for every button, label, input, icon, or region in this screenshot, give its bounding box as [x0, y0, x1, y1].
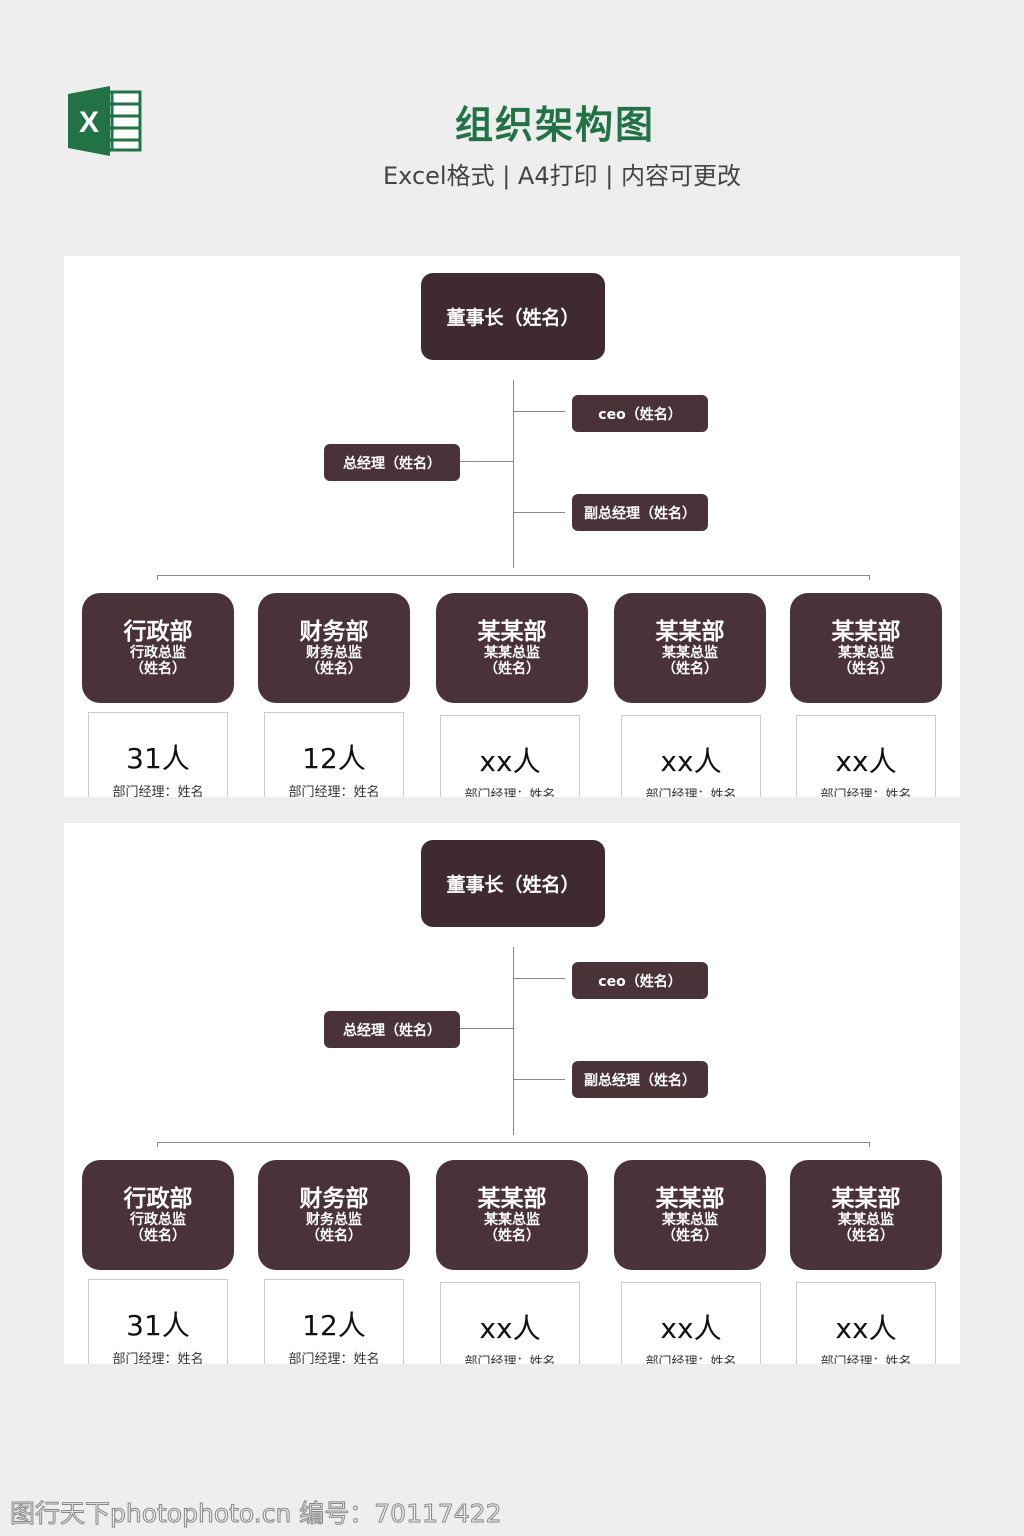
headcount: xx人: [479, 745, 541, 778]
director-title: 行政总监: [130, 645, 186, 662]
connector-line: [460, 1028, 513, 1029]
headcount: xx人: [479, 1312, 541, 1345]
department-box[interactable]: 某某部 某某总监 （姓名）: [436, 1160, 588, 1270]
connector-line: [869, 1142, 870, 1147]
manager-name: 部门经理：姓名: [288, 1352, 380, 1364]
director-name: （姓名）: [662, 661, 718, 678]
department-name: 某某部: [655, 618, 725, 645]
svg-text:X: X: [79, 106, 99, 139]
department-box[interactable]: 某某部 某某总监 （姓名）: [614, 593, 766, 703]
manager-name: 部门经理：姓名: [820, 788, 912, 797]
connector-line: [869, 575, 870, 580]
headcount: xx人: [835, 1312, 897, 1345]
ceo-box[interactable]: ceo（姓名）: [572, 395, 708, 432]
headcount: xx人: [660, 745, 722, 778]
department-name: 行政部: [123, 618, 193, 645]
director-name: （姓名）: [662, 1228, 718, 1245]
headcount-box: xx人 部门经理：姓名: [440, 1282, 580, 1364]
director-name: （姓名）: [306, 661, 362, 678]
department-box[interactable]: 行政部 行政总监 （姓名）: [82, 593, 234, 703]
manager-name: 部门经理：姓名: [112, 785, 204, 797]
connector-line: [157, 575, 158, 580]
manager-name: 部门经理：姓名: [288, 785, 380, 797]
director-name: （姓名）: [838, 661, 894, 678]
org-chart-panel: 董事长（姓名） ceo（姓名） 总经理（姓名） 副总经理（姓名） 行政部 行政总…: [64, 256, 960, 797]
department-box[interactable]: 财务部 财务总监 （姓名）: [258, 1160, 410, 1270]
headcount-box: 12人 部门经理：姓名: [264, 1279, 404, 1364]
connector-line: [157, 1142, 870, 1143]
page-subtitle: Excel格式 | A4打印 | 内容可更改: [383, 162, 741, 190]
director-name: （姓名）: [306, 1228, 362, 1245]
watermark: 图行天下photophoto.cn 编号：70117422: [10, 1499, 503, 1529]
director-name: （姓名）: [484, 1228, 540, 1245]
department-box[interactable]: 某某部 某某总监 （姓名）: [614, 1160, 766, 1270]
ceo-box[interactable]: ceo（姓名）: [572, 962, 708, 999]
connector-line: [513, 978, 565, 979]
page-title: 组织架构图: [454, 103, 655, 147]
connector-line: [157, 575, 870, 576]
headcount: 12人: [302, 742, 366, 775]
headcount-box: 31人 部门经理：姓名: [88, 712, 228, 797]
connector-line: [513, 947, 514, 1135]
director-title: 某某总监: [662, 645, 718, 662]
manager-name: 部门经理：姓名: [112, 1352, 204, 1364]
department-name: 某某部: [831, 618, 901, 645]
vice-general-manager-box[interactable]: 副总经理（姓名）: [572, 1061, 708, 1098]
headcount-box: xx人 部门经理：姓名: [440, 715, 580, 797]
director-title: 某某总监: [662, 1212, 718, 1229]
department-box[interactable]: 某某部 某某总监 （姓名）: [790, 593, 942, 703]
director-name: （姓名）: [484, 661, 540, 678]
department-box[interactable]: 某某部 某某总监 （姓名）: [436, 593, 588, 703]
department-name: 某某部: [477, 618, 547, 645]
headcount-box: 12人 部门经理：姓名: [264, 712, 404, 797]
connector-line: [513, 411, 565, 412]
director-name: （姓名）: [130, 1228, 186, 1245]
department-box[interactable]: 财务部 财务总监 （姓名）: [258, 593, 410, 703]
director-title: 财务总监: [306, 645, 362, 662]
manager-name: 部门经理：姓名: [645, 788, 737, 797]
headcount-box: xx人 部门经理：姓名: [796, 715, 936, 797]
headcount-box: xx人 部门经理：姓名: [621, 715, 761, 797]
headcount-box: 31人 部门经理：姓名: [88, 1279, 228, 1364]
department-name: 某某部: [477, 1185, 547, 1212]
vice-general-manager-box[interactable]: 副总经理（姓名）: [572, 494, 708, 531]
director-title: 某某总监: [838, 1212, 894, 1229]
headcount-box: xx人 部门经理：姓名: [796, 1282, 936, 1364]
org-chart-panel: 董事长（姓名） ceo（姓名） 总经理（姓名） 副总经理（姓名） 行政部 行政总…: [64, 823, 960, 1364]
headcount: 31人: [126, 1309, 190, 1342]
department-name: 财务部: [299, 618, 369, 645]
headcount: xx人: [660, 1312, 722, 1345]
department-name: 行政部: [123, 1185, 193, 1212]
director-name: （姓名）: [838, 1228, 894, 1245]
connector-line: [513, 1079, 565, 1080]
connector-line: [513, 512, 565, 513]
connector-line: [157, 1142, 158, 1147]
general-manager-box[interactable]: 总经理（姓名）: [324, 444, 460, 481]
excel-logo-icon: X: [68, 86, 142, 156]
headcount: 31人: [126, 742, 190, 775]
manager-name: 部门经理：姓名: [464, 788, 556, 797]
headcount-box: xx人 部门经理：姓名: [621, 1282, 761, 1364]
manager-name: 部门经理：姓名: [645, 1355, 737, 1364]
department-name: 财务部: [299, 1185, 369, 1212]
department-box[interactable]: 某某部 某某总监 （姓名）: [790, 1160, 942, 1270]
general-manager-box[interactable]: 总经理（姓名）: [324, 1011, 460, 1048]
connector-line: [460, 461, 513, 462]
headcount: xx人: [835, 745, 897, 778]
director-title: 行政总监: [130, 1212, 186, 1229]
chairman-box[interactable]: 董事长（姓名）: [421, 840, 605, 927]
director-title: 财务总监: [306, 1212, 362, 1229]
manager-name: 部门经理：姓名: [820, 1355, 912, 1364]
director-title: 某某总监: [484, 645, 540, 662]
director-name: （姓名）: [130, 661, 186, 678]
chairman-box[interactable]: 董事长（姓名）: [421, 273, 605, 360]
manager-name: 部门经理：姓名: [464, 1355, 556, 1364]
department-name: 某某部: [655, 1185, 725, 1212]
connector-line: [513, 380, 514, 568]
headcount: 12人: [302, 1309, 366, 1342]
department-name: 某某部: [831, 1185, 901, 1212]
department-box[interactable]: 行政部 行政总监 （姓名）: [82, 1160, 234, 1270]
director-title: 某某总监: [838, 645, 894, 662]
director-title: 某某总监: [484, 1212, 540, 1229]
